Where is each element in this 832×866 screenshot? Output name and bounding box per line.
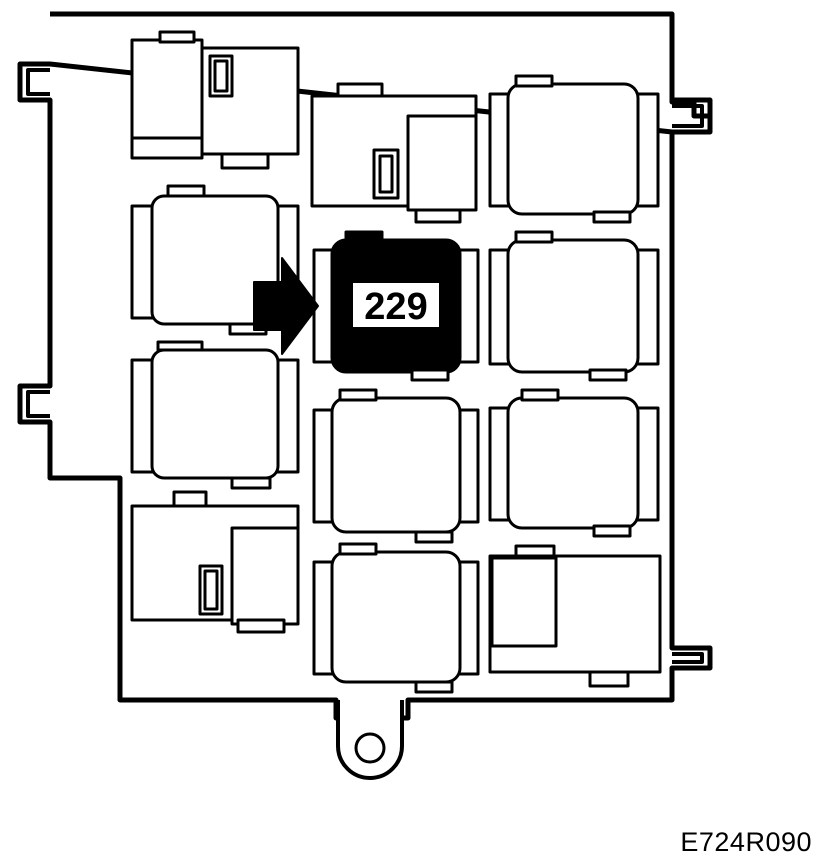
mounting-tab-right-upper [672,104,704,128]
mounting-tab-left-lower [26,390,50,418]
relay-right-3 [488,388,660,538]
relay-229-label: 229 [364,286,427,328]
pointer-arrow [253,257,319,355]
relay-left-1 [130,30,300,170]
mounting-tab-right-lower [672,652,704,664]
relay-right-2 [488,230,660,382]
relay-middle-1 [310,82,478,224]
mounting-tab-left-upper [26,68,50,96]
relay-left-3 [130,340,300,490]
mounting-lug-hole [354,732,386,764]
figure-code: E724R090 [680,827,812,857]
relay-right-1 [488,74,660,224]
relay-left-4 [130,490,300,634]
relay-229-label-plate [351,281,441,329]
relay-middle-3 [312,388,480,544]
relay-middle-4 [312,542,480,694]
relay-right-4 [488,544,662,688]
relay-left-2 [130,184,300,336]
